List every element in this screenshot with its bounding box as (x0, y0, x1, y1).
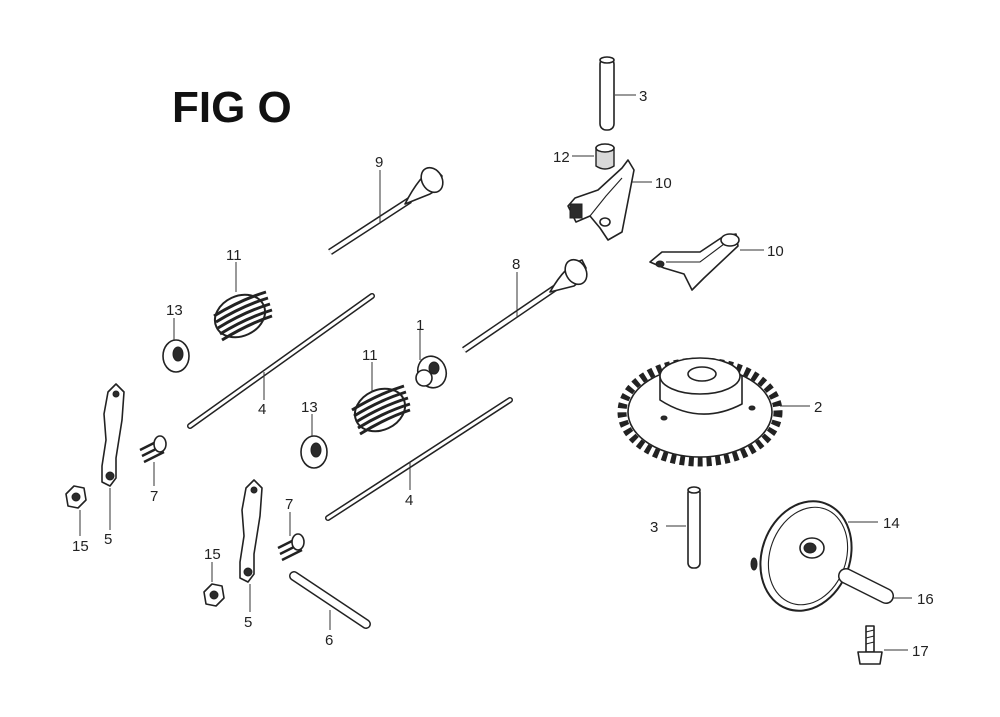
part-8-valve (462, 258, 588, 353)
callout-17: 17 (912, 643, 929, 660)
part-13-upper-cap (162, 339, 190, 373)
callout-1: 1 (416, 317, 424, 334)
callout-10-upper: 10 (655, 175, 672, 192)
part-10-upper-rocker (567, 159, 635, 241)
part-13-lower-cap (300, 435, 328, 469)
callout-4-lower: 4 (405, 492, 413, 509)
callout-9: 9 (375, 154, 383, 171)
part-1-retainer (415, 355, 448, 389)
part-2-cam-gear (617, 357, 783, 467)
part-4-upper-pushrod (187, 293, 375, 429)
part-12-bushing (595, 143, 615, 170)
callout-15-left: 15 (72, 538, 89, 555)
part-3-lower-pin (687, 486, 701, 569)
callout-14: 14 (883, 515, 900, 532)
callout-3-upper: 3 (639, 88, 647, 105)
part-11-upper-spring (213, 290, 273, 342)
callout-13-lower: 13 (301, 399, 318, 416)
part-15-left-nut (65, 485, 87, 509)
callout-3-lower: 3 (650, 519, 658, 536)
figure-title: FIG O (172, 83, 292, 132)
part-3-upper-pin (599, 56, 615, 131)
part-7-right-adjuster (277, 533, 305, 562)
part-15-right-nut (203, 583, 225, 607)
callout-13-upper: 13 (166, 302, 183, 319)
callout-10-lower: 10 (767, 243, 784, 260)
callout-2: 2 (814, 399, 822, 416)
callout-15-right: 15 (204, 546, 221, 563)
callout-5-left: 5 (104, 531, 112, 548)
callout-7-left: 7 (150, 488, 158, 505)
part-11-lower-spring (351, 384, 411, 436)
callout-4-upper: 4 (258, 401, 266, 418)
part-14-governor-disc (750, 500, 853, 612)
part-7-left-adjuster (139, 435, 167, 464)
part-6-shaft (289, 571, 371, 629)
callout-8: 8 (512, 256, 520, 273)
callout-5-right: 5 (244, 614, 252, 631)
callout-16: 16 (917, 591, 934, 608)
callout-7-right: 7 (285, 496, 293, 513)
callout-6: 6 (325, 632, 333, 649)
callout-11-upper: 11 (226, 247, 242, 264)
callout-12: 12 (553, 149, 570, 166)
part-9-valve (328, 166, 444, 255)
part-5-right-lever (239, 479, 263, 583)
part-5-left-lever (101, 383, 125, 487)
part-4-lower-pushrod (325, 397, 513, 521)
part-16-weight-pin (838, 568, 894, 604)
part-17-bolt (857, 625, 883, 665)
callout-11-lower: 11 (362, 347, 378, 364)
part-10-lower-rocker (649, 233, 740, 291)
